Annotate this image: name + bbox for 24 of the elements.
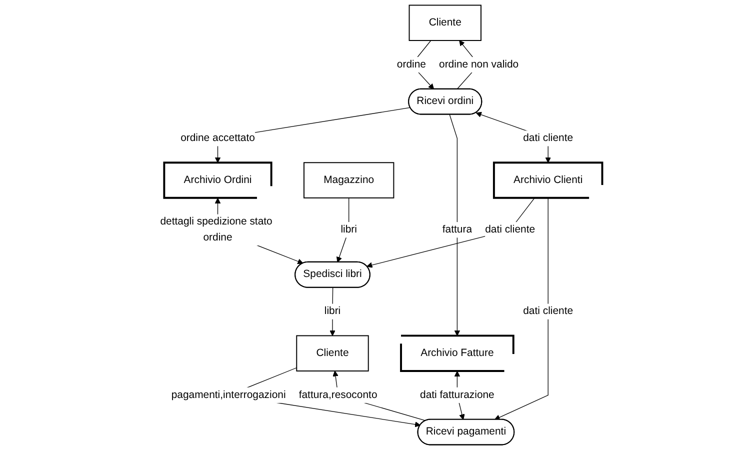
node-box: Cliente — [408, 4, 482, 41]
arrow — [336, 198, 349, 262]
node-box: Archivio Clienti — [492, 162, 603, 199]
edge-label: libri — [324, 306, 340, 317]
edge-label: dati cliente — [484, 224, 535, 236]
node-box: Cliente — [296, 335, 368, 372]
edge-label: ordine non valido — [438, 58, 518, 70]
arrow — [494, 198, 548, 420]
edge-label: ordine accettato — [180, 132, 255, 144]
node-box: Archivio Fatture — [400, 334, 514, 372]
edge-label: pagamenti,interrogazioni — [170, 389, 286, 400]
edge-label: fattura,resoconto — [298, 389, 377, 400]
node-box: Magazzino — [303, 162, 394, 198]
edge-label: fattura — [442, 224, 472, 236]
edge-label: dati cliente — [522, 306, 573, 317]
edge-label: ordine — [396, 58, 426, 70]
edge-label: dati cliente — [522, 132, 573, 144]
arrow — [329, 287, 336, 336]
edge-label: dettagli spedizione stato ordine — [160, 216, 272, 243]
node-box: Archivio Ordini — [162, 162, 272, 199]
edge-label: libri — [340, 224, 357, 236]
arrow — [366, 198, 535, 268]
edge-label: dati fatturazione — [420, 389, 494, 400]
arrow — [448, 114, 460, 336]
